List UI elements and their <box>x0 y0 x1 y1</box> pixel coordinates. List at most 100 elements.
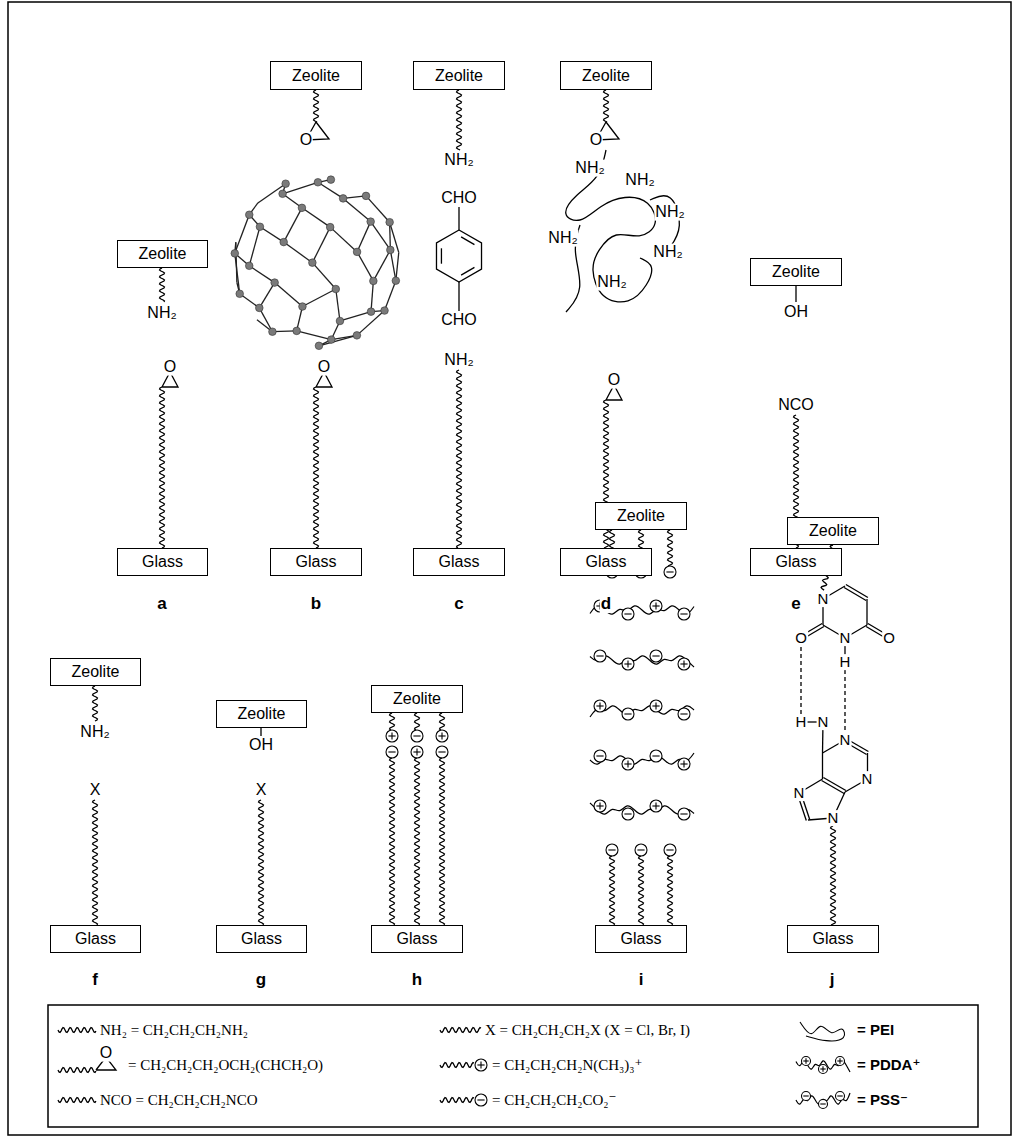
negative-charge <box>650 650 662 662</box>
substrate-box: Zeolite <box>595 502 687 530</box>
alkyl-chain <box>440 1098 474 1103</box>
chem-group: OH <box>783 304 809 321</box>
alkyl-chain <box>58 1068 96 1073</box>
legend-text: = CH₂CH₂CH₂CO₂⁻ <box>492 1092 616 1109</box>
negative-charge <box>606 844 618 856</box>
chem-group: O <box>99 1045 113 1062</box>
bond <box>458 282 459 311</box>
substrate-box: Zeolite <box>270 61 362 90</box>
legend-text: = PSS⁻ <box>857 1092 908 1109</box>
bond <box>822 753 823 779</box>
box-label: Zeolite <box>582 67 630 85</box>
atom-label: O <box>794 630 808 646</box>
alkyl-chain <box>93 800 98 925</box>
box-label: Zeolite <box>138 245 186 263</box>
chem-group: NH₂ <box>596 274 627 291</box>
negative-charge <box>436 746 448 758</box>
atom-label: N <box>793 785 806 801</box>
substrate-box: Zeolite <box>117 240 208 268</box>
positive-charge <box>678 758 690 770</box>
box-label: Glass <box>813 930 854 948</box>
positive-charge <box>819 1065 828 1074</box>
legend-text: NH₂ = CH₂CH₂CH₂NH₂ <box>100 1022 248 1039</box>
alkyl-chain <box>440 713 445 730</box>
box-label: Glass <box>241 930 282 948</box>
fullerene-c60 <box>231 176 400 350</box>
positive-charge <box>650 600 662 612</box>
positive-charge <box>594 700 606 712</box>
alkyl-chain <box>415 713 420 730</box>
substrate-box: Zeolite <box>216 700 307 728</box>
panel-letter: h <box>411 971 423 989</box>
negative-charge <box>622 608 634 620</box>
positive-charge <box>802 1057 811 1066</box>
bond <box>260 728 261 736</box>
substrate-box: Zeolite <box>750 258 842 286</box>
alkyl-chain <box>160 387 165 548</box>
alkyl-chain <box>440 1063 474 1068</box>
chem-group: O <box>317 359 331 376</box>
box-label: Glass <box>621 930 662 948</box>
panel-letter: d <box>600 595 612 613</box>
positive-charge <box>411 746 423 758</box>
panel-letter: i <box>638 971 645 989</box>
substrate-box: Glass <box>50 925 141 953</box>
positive-charge <box>436 730 448 742</box>
negative-charge <box>802 1092 811 1101</box>
hydrogen-bond <box>844 670 845 732</box>
figure-frame <box>8 2 1011 1135</box>
box-label: Glass <box>586 553 627 571</box>
alkyl-chain <box>390 713 395 730</box>
negative-charge <box>635 844 647 856</box>
alkyl-chain <box>93 686 98 721</box>
box-label: Zeolite <box>292 67 340 85</box>
chem-group: NH₂ <box>654 204 685 221</box>
negative-charge <box>678 808 690 820</box>
legend-text: = PDDA⁺ <box>857 1057 920 1074</box>
positive-charge <box>594 800 606 812</box>
bond <box>795 286 796 302</box>
legend-text: = CH₂CH₂CH₂OCH₂(CHCH₂O) <box>128 1057 323 1074</box>
atom-label: N <box>827 810 840 826</box>
substrate-box: Zeolite <box>560 61 652 90</box>
bond <box>458 207 459 230</box>
box-label: Zeolite <box>435 67 483 85</box>
negative-charge <box>594 650 606 662</box>
substrate-box: Zeolite <box>50 658 141 686</box>
double-bond <box>822 781 845 794</box>
chem-group: NH₂ <box>547 230 578 247</box>
chem-group: O <box>299 132 313 149</box>
legend-text: X = CH₂CH₂CH₂X (X = Cl, Br, I) <box>485 1022 690 1039</box>
alkyl-chain <box>831 826 836 925</box>
positive-charge <box>836 1057 845 1066</box>
chem-group: CHO <box>440 190 478 207</box>
negative-charge <box>622 808 634 820</box>
chem-group: X <box>255 782 268 799</box>
positive-charge <box>650 700 662 712</box>
panel-letter: e <box>790 595 801 613</box>
negative-charge <box>650 750 662 762</box>
aromatic-bond <box>461 267 474 275</box>
substrate-box: Zeolite <box>371 685 463 713</box>
negative-charge <box>475 1094 487 1106</box>
alkyl-chain <box>668 530 673 566</box>
substrate-box: Glass <box>595 925 687 953</box>
box-label: Glass <box>296 553 337 571</box>
substrate-box: Glass <box>413 548 505 576</box>
substrate-box: Glass <box>787 925 879 953</box>
negative-charge <box>664 566 676 578</box>
legend-frame <box>48 1005 978 1127</box>
chem-group: CHO <box>440 312 478 329</box>
atom-label: N <box>861 771 874 787</box>
negative-charge <box>678 608 690 620</box>
box-label: Zeolite <box>772 263 820 281</box>
substrate-box: Zeolite <box>787 517 879 545</box>
chem-group: NH₂ <box>652 244 683 261</box>
box-label: Glass <box>776 553 817 571</box>
atom-label: N <box>839 630 852 646</box>
alkyl-chain <box>440 1028 481 1033</box>
negative-charge <box>678 708 690 720</box>
chem-group: NH₂ <box>146 305 177 322</box>
substrate-box: Glass <box>371 925 463 953</box>
negative-charge <box>664 844 676 856</box>
